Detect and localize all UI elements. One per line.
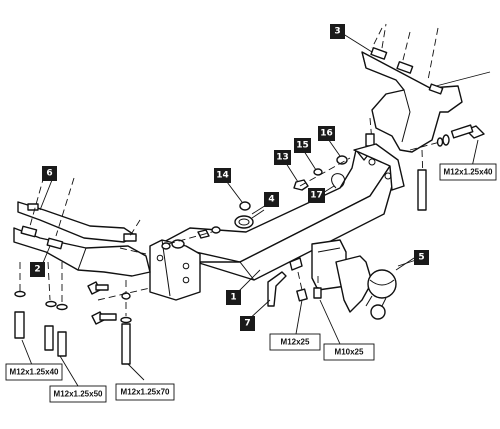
callout-13: 13 <box>274 150 291 165</box>
callout-6-label: 6 <box>46 169 52 179</box>
left-mounting-bracket <box>13 175 151 277</box>
size-label-ball-bolt: M10x25 <box>323 343 375 361</box>
hitch-pin <box>267 257 322 307</box>
size-left-bolt-a-text: M12x1.25x40 <box>10 368 59 377</box>
size-right-bolt-text: M12x1.25x40 <box>444 168 493 177</box>
size-label-pin-bolt: M12x25 <box>269 333 321 351</box>
callout-6: 6 <box>42 166 57 181</box>
size-left-bolt-c-text: M12x1.25x70 <box>121 388 170 397</box>
right-bolts <box>365 117 485 211</box>
callout-4-label: 4 <box>268 195 274 205</box>
small-fasteners <box>161 155 351 250</box>
callout-16: 16 <box>318 126 335 141</box>
size-label-left-bolt-c: M12x1.25x70 <box>115 383 175 401</box>
callout-14-label: 14 <box>216 171 229 181</box>
tow-ball <box>335 255 415 320</box>
callout-5-label: 5 <box>418 253 424 263</box>
right-mounting-bracket <box>361 23 491 153</box>
size-pin-bolt-text: M12x25 <box>281 338 310 347</box>
callout-3: 3 <box>330 24 345 39</box>
callout-1-label: 1 <box>230 293 236 303</box>
size-ball-bolt-text: M10x25 <box>335 348 364 357</box>
callout-2: 2 <box>30 262 45 277</box>
callout-5: 5 <box>414 250 429 265</box>
size-left-bolt-b-text: M12x1.25x50 <box>54 390 103 399</box>
size-label-left-bolt-a: M12x1.25x40 <box>5 363 63 381</box>
callout-15: 15 <box>294 138 311 153</box>
callout-1: 1 <box>226 290 241 305</box>
callout-14: 14 <box>214 168 231 183</box>
callout-16-label: 16 <box>320 129 333 139</box>
callout-17: 17 <box>308 188 325 203</box>
callout-7-label: 7 <box>244 319 250 329</box>
main-crossbar <box>149 143 405 301</box>
size-label-left-bolt-b: M12x1.25x50 <box>49 385 107 403</box>
callout-13-label: 13 <box>276 153 289 163</box>
size-label-right-bolt: M12x1.25x40 <box>439 163 497 181</box>
callout-4: 4 <box>264 192 279 207</box>
callout-3-label: 3 <box>334 27 340 37</box>
left-bolts <box>14 261 151 365</box>
callout-15-label: 15 <box>296 141 309 151</box>
callout-7: 7 <box>240 316 255 331</box>
callout-17-label: 17 <box>310 191 323 201</box>
callout-2-label: 2 <box>34 265 40 275</box>
